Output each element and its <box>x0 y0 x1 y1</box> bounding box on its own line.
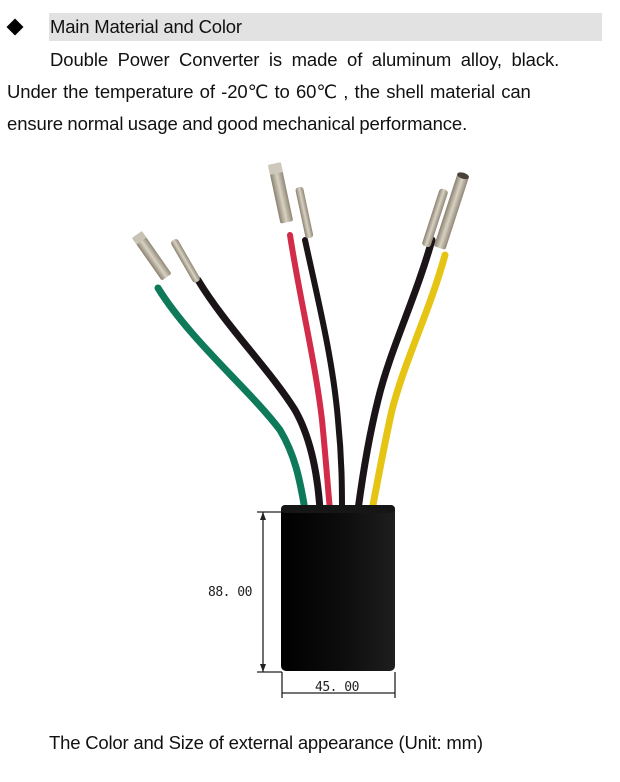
diamond-bullet-icon <box>6 18 24 36</box>
paragraph-line: Double Power Converter is made of alumin… <box>50 49 560 70</box>
description-paragraph: Double Power Converter is made of alumin… <box>7 44 602 140</box>
paragraph-line: Under the temperature of -20℃ to 60℃ , t… <box>7 81 531 102</box>
height-dimension-label: 88. 00 <box>208 585 252 600</box>
converter-illustration <box>132 162 469 698</box>
heading-title: Main Material and Color <box>50 16 242 37</box>
section-heading: Main Material and Color <box>0 13 620 42</box>
product-figure: 88. 00 45. 00 <box>100 160 520 710</box>
heading-highlight <box>49 13 602 41</box>
paragraph-line: ensure normal usage and good mechanical … <box>7 113 468 134</box>
figure-caption: The Color and Size of external appearanc… <box>49 732 483 753</box>
width-dimension-label: 45. 00 <box>315 680 359 695</box>
